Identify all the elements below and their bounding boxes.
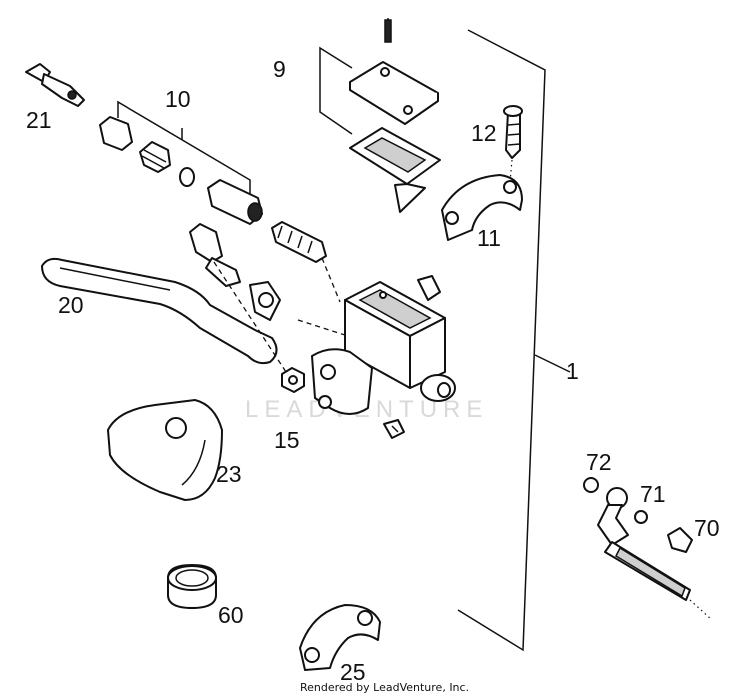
callout-1: 1 <box>566 358 579 384</box>
guide-line <box>297 319 346 336</box>
small-screw-part[interactable] <box>383 419 405 439</box>
callout-9: 9 <box>273 56 286 82</box>
brake-lever-part[interactable] <box>41 257 278 365</box>
nut-part[interactable] <box>281 367 305 393</box>
screw-part[interactable] <box>503 105 523 183</box>
guide-line <box>321 257 341 303</box>
bushing-part[interactable] <box>167 564 217 609</box>
callout-11: 11 <box>477 225 501 251</box>
lever-guard-part[interactable] <box>107 399 223 501</box>
pivot-bolt-part[interactable] <box>189 223 281 321</box>
master-cylinder-part[interactable] <box>311 275 456 415</box>
bleed-screw-part[interactable] <box>25 63 85 107</box>
clamp-part[interactable] <box>441 174 523 241</box>
reservoir-cap-part[interactable] <box>319 18 441 213</box>
callout-72: 72 <box>586 449 612 475</box>
assembly-bracket <box>457 29 571 652</box>
callout-70: 70 <box>694 515 720 541</box>
callout-15: 15 <box>274 427 300 453</box>
callout-10: 10 <box>165 86 191 112</box>
callout-60: 60 <box>218 602 244 628</box>
hose-fitting-part[interactable] <box>583 477 713 621</box>
footer-credit: Rendered by LeadVenture, Inc. <box>300 681 469 694</box>
callout-21: 21 <box>26 107 52 133</box>
callout-71: 71 <box>640 481 666 507</box>
spring-part[interactable] <box>271 221 327 263</box>
lower-clamp-part[interactable] <box>299 604 381 671</box>
callout-20: 20 <box>58 292 84 318</box>
callout-23: 23 <box>216 461 242 487</box>
guide-line <box>213 261 289 376</box>
callout-25: 25 <box>340 659 366 685</box>
piston-kit-part[interactable] <box>99 100 263 225</box>
callout-12: 12 <box>471 120 497 146</box>
